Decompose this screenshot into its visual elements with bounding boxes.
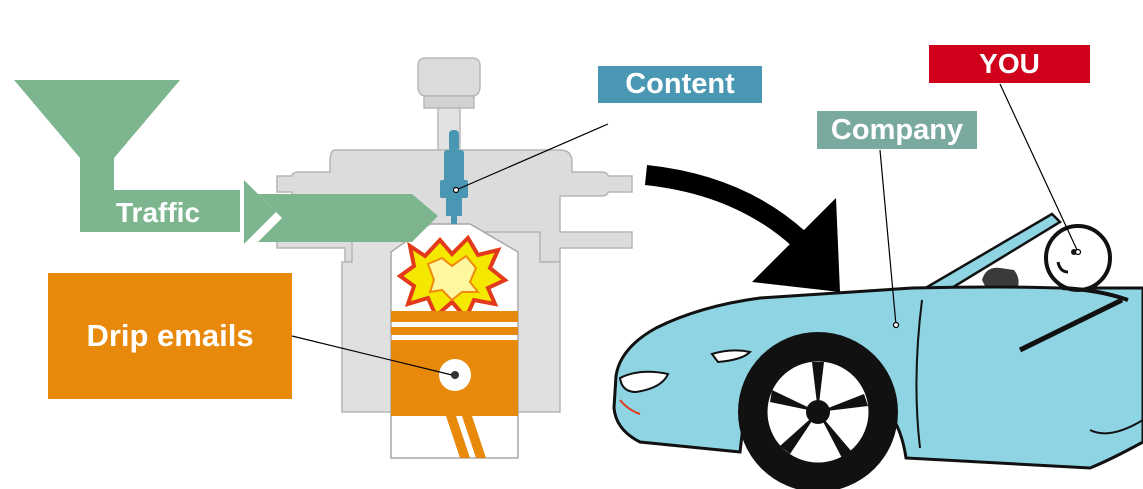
leader-lines	[291, 83, 1082, 376]
traffic-label: Traffic	[116, 197, 201, 228]
explosion-icon	[396, 234, 509, 322]
curved-arrow-icon	[644, 165, 840, 292]
driver-icon	[1018, 224, 1129, 353]
drip-emails-label: Drip emails	[48, 273, 292, 399]
content-label: Content	[598, 66, 762, 103]
car-icon	[612, 212, 1143, 489]
piston-icon	[391, 311, 518, 458]
company-label: Company	[817, 111, 977, 149]
spark-plug-icon	[440, 130, 468, 224]
you-label: YOU	[929, 45, 1090, 83]
funnel-icon	[14, 80, 438, 244]
